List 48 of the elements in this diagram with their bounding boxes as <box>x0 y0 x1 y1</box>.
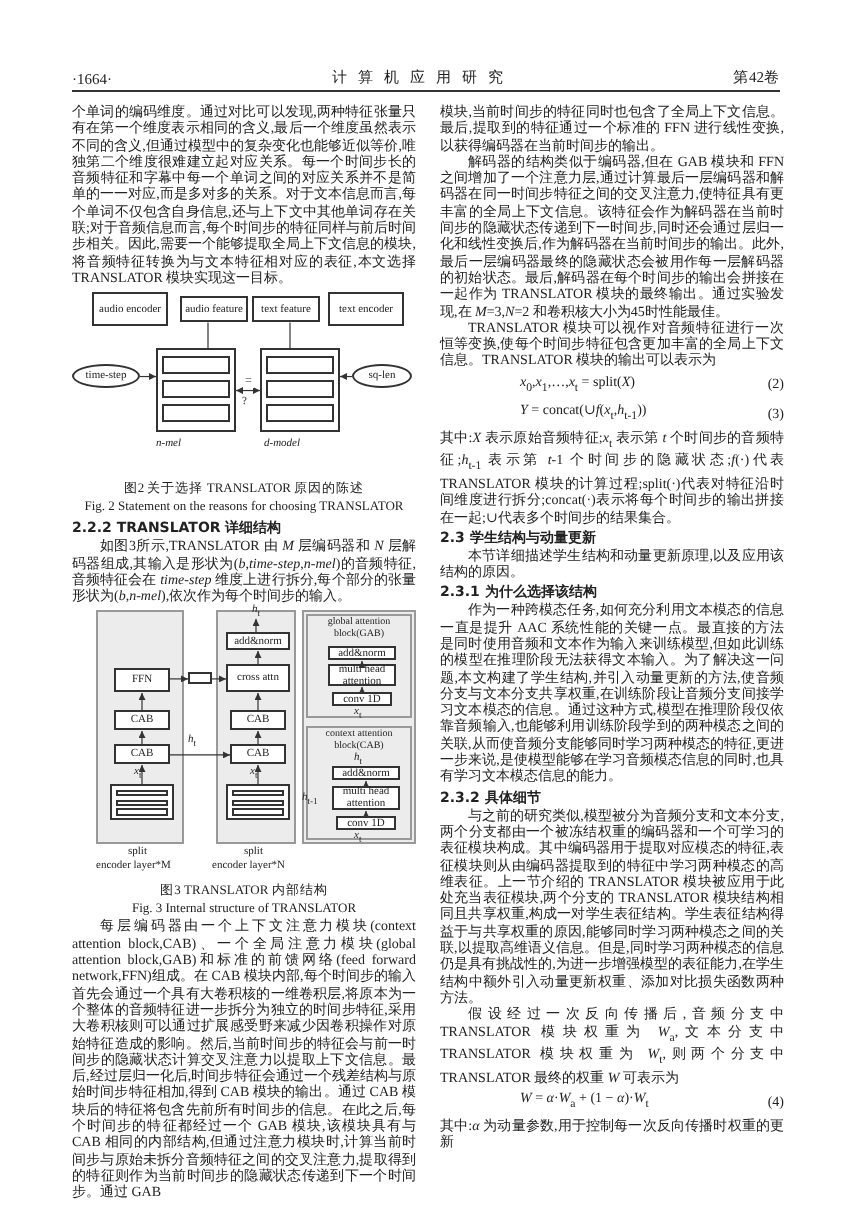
conv-stack <box>226 784 290 821</box>
layer-box <box>332 766 400 781</box>
arrow <box>254 764 262 786</box>
layer-box <box>226 664 290 693</box>
layer-box <box>114 710 170 731</box>
arrow <box>138 692 146 712</box>
arrow <box>254 650 262 666</box>
feature-box <box>252 296 320 323</box>
layer-box <box>114 668 170 693</box>
layer-box <box>226 632 290 651</box>
arrow <box>211 675 227 683</box>
block-panel <box>306 726 412 841</box>
dimension-ellipse <box>72 364 140 389</box>
layer-box <box>336 816 396 831</box>
arrow <box>138 764 146 786</box>
feature-stack <box>260 348 340 433</box>
arrow <box>235 387 261 395</box>
encoder-box <box>328 292 404 327</box>
block-panel <box>306 614 412 719</box>
arrow <box>358 660 366 668</box>
layer-box <box>332 692 392 707</box>
layer-box <box>114 744 170 765</box>
layer-box <box>230 710 286 731</box>
layer-box <box>328 646 396 661</box>
arrow <box>254 730 262 746</box>
arrow <box>339 373 353 381</box>
layer-box <box>230 744 286 765</box>
arrow <box>254 692 262 712</box>
decoder-panel <box>216 610 296 845</box>
encoder-box <box>92 292 168 327</box>
feature-box <box>180 296 248 323</box>
layer-box <box>328 664 396 687</box>
arrow <box>252 618 260 634</box>
layer-box <box>332 786 400 811</box>
arrow <box>358 686 366 694</box>
dimension-ellipse <box>352 364 412 389</box>
arrow <box>169 675 189 683</box>
feature-stack <box>156 348 236 433</box>
feature-bar <box>188 672 212 685</box>
connector-line <box>207 321 209 350</box>
arrow <box>362 810 370 818</box>
arrow <box>169 751 231 759</box>
arrow <box>362 780 370 788</box>
encoder-panel <box>96 610 184 845</box>
arrow <box>139 373 157 381</box>
connector-line <box>289 321 291 350</box>
arrow <box>138 730 146 746</box>
conv-stack <box>110 784 174 821</box>
